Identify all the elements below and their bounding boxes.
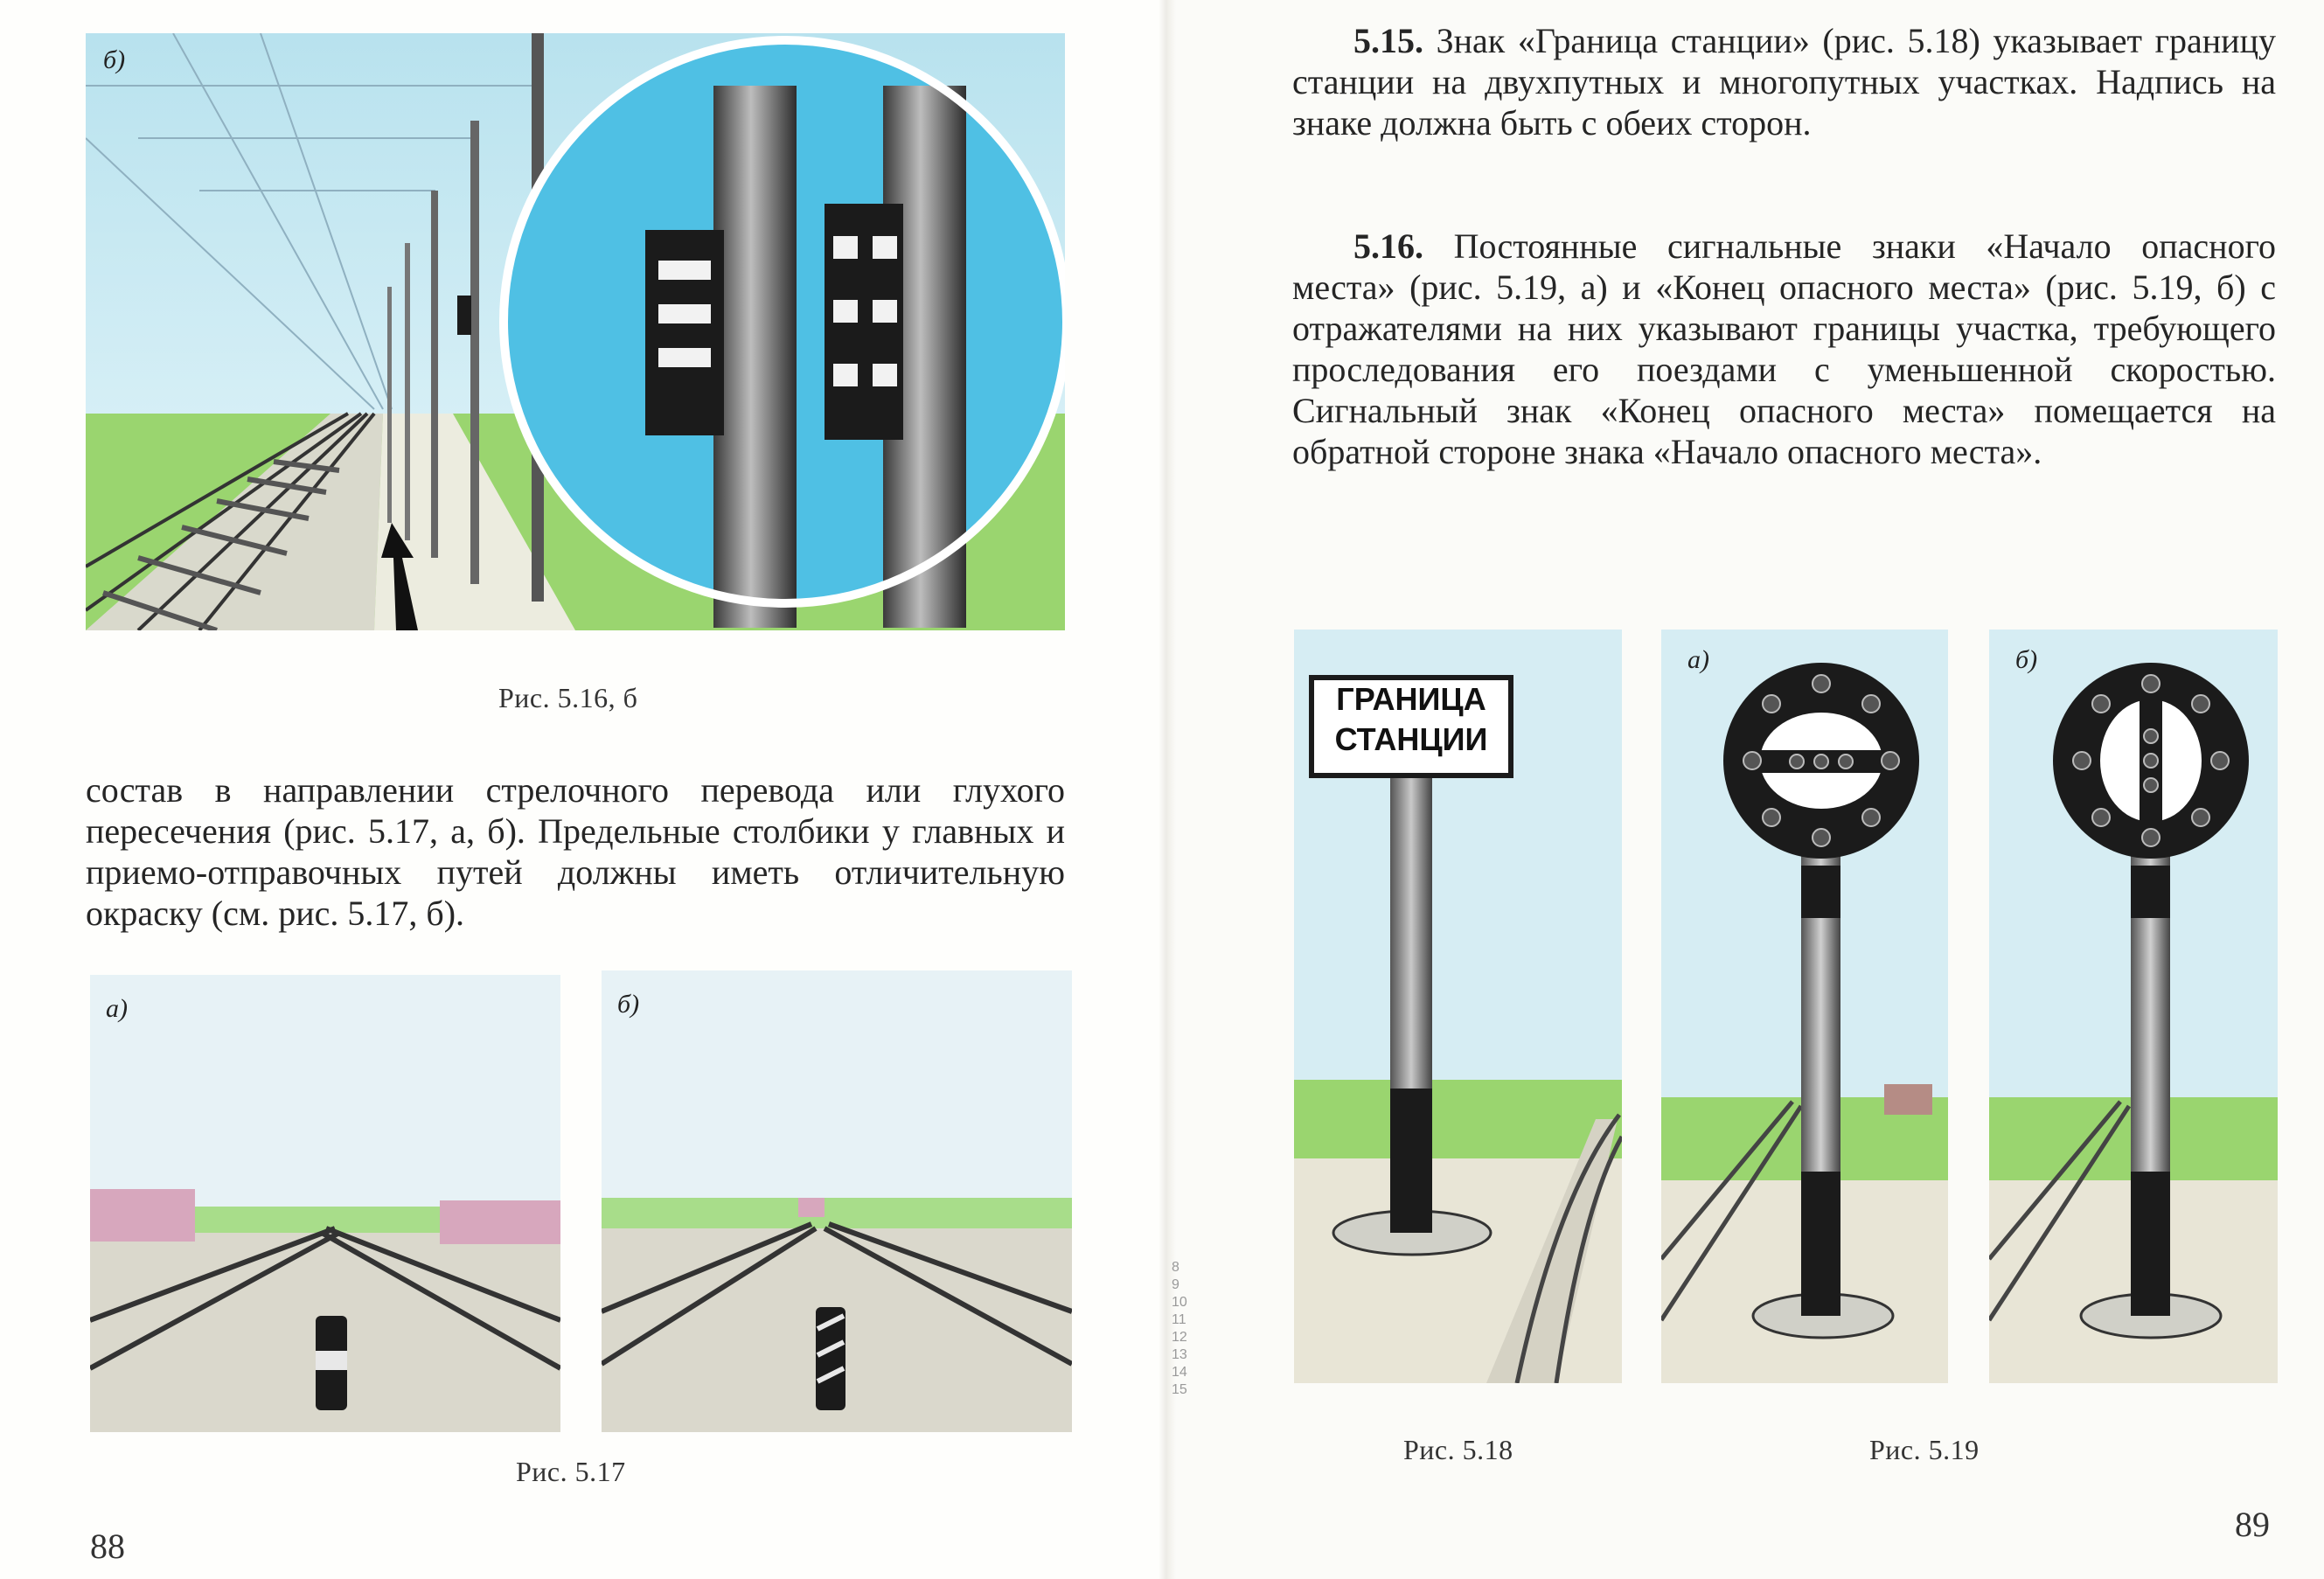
figure-label-a: а) — [106, 994, 128, 1023]
edge-mark: 15 — [1172, 1382, 1187, 1397]
figure-label-b: б) — [617, 990, 640, 1019]
edge-mark: 9 — [1172, 1277, 1179, 1292]
section-number: 5.15. — [1353, 21, 1423, 60]
caption-5-18: Рис. 5.18 — [1403, 1434, 1513, 1465]
figure-5-18: ГРАНИЦА СТАНЦИИ — [1294, 630, 1622, 1383]
book-gutter — [1159, 0, 1176, 1579]
section-number: 5.16. — [1353, 226, 1423, 266]
section-text: Знак «Граница станции» (рис. 5.18) указы… — [1292, 21, 2276, 143]
section-text: Постоянные сигнальные знаки «Начало опас… — [1292, 226, 2276, 471]
edge-mark: 11 — [1172, 1312, 1186, 1327]
page-number-left: 88 — [90, 1527, 125, 1566]
caption-5-17: Рис. 5.17 — [516, 1456, 626, 1487]
caption-5-16b: Рис. 5.16, б — [498, 682, 638, 713]
figure-5-19b: б) — [1989, 630, 2278, 1383]
page-number-right: 89 — [2235, 1505, 2270, 1544]
edge-mark: 8 — [1172, 1260, 1179, 1275]
station-boundary-sign: ГРАНИЦА СТАНЦИИ — [1312, 679, 1511, 760]
paragraph-text: состав в направлении стрелочного перевод… — [86, 770, 1065, 933]
edge-marks: 8 9 10 11 12 13 14 15 — [1172, 1259, 1187, 1399]
section-5-16: 5.16. Постоянные сигнальные знаки «Начал… — [1292, 226, 2276, 472]
figure-5-17a: а) — [90, 975, 560, 1432]
edge-mark: 10 — [1172, 1295, 1187, 1310]
figure-label-b: б) — [103, 45, 126, 74]
section-5-15: 5.15. Знак «Граница станции» (рис. 5.18)… — [1292, 20, 2276, 143]
edge-mark: 14 — [1172, 1365, 1187, 1380]
sign-line-1: ГРАНИЦА — [1336, 681, 1486, 717]
figure-5-16b: б) — [86, 33, 1065, 630]
figure-label-b: б) — [2015, 645, 2038, 674]
caption-5-19: Рис. 5.19 — [1869, 1434, 1980, 1465]
figure-5-19a: а) — [1661, 630, 1948, 1383]
left-paragraph: состав в направлении стрелочного перевод… — [86, 769, 1065, 934]
figure-label-a: а) — [1687, 645, 1709, 674]
edge-mark: 13 — [1172, 1347, 1187, 1362]
sign-line-2: СТАНЦИИ — [1334, 721, 1488, 757]
edge-mark: 12 — [1172, 1330, 1187, 1345]
figure-5-17b: б) — [602, 970, 1072, 1432]
